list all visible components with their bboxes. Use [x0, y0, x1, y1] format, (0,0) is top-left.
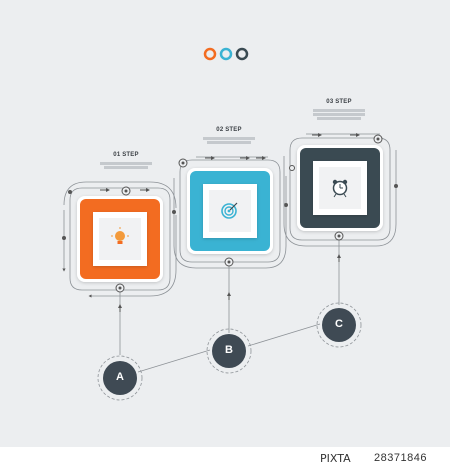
step-2-block — [172, 156, 288, 269]
node-b — [206, 328, 252, 374]
step-1-description — [96, 161, 156, 170]
connectors — [119, 236, 340, 373]
watermark-bar — [0, 447, 450, 469]
watermark-logo: PIXTA — [320, 452, 351, 465]
header-dot-dark — [235, 47, 249, 61]
header-dots — [203, 47, 249, 61]
step-2-title: 02 STEP — [216, 127, 242, 133]
step-2-description — [199, 136, 259, 145]
connector-arrows — [118, 254, 341, 312]
step-3-title: 03 STEP — [326, 99, 352, 105]
step-1-title: 01 STEP — [113, 152, 139, 158]
step-1-block — [62, 181, 177, 298]
lightbulb-icon — [111, 227, 129, 244]
step-3-description — [309, 108, 369, 121]
target-icon — [221, 202, 238, 219]
node-b-label: B — [225, 344, 233, 356]
watermark-id: 28371846 — [374, 452, 427, 464]
header-dot-blue — [219, 47, 233, 61]
step-3-block — [283, 133, 398, 247]
node-a-label: A — [116, 371, 124, 383]
node-c — [316, 302, 362, 348]
header-dot-orange — [203, 47, 217, 61]
node-c-label: C — [335, 318, 343, 330]
node-a — [97, 355, 143, 401]
alarm-clock-icon — [332, 179, 348, 198]
